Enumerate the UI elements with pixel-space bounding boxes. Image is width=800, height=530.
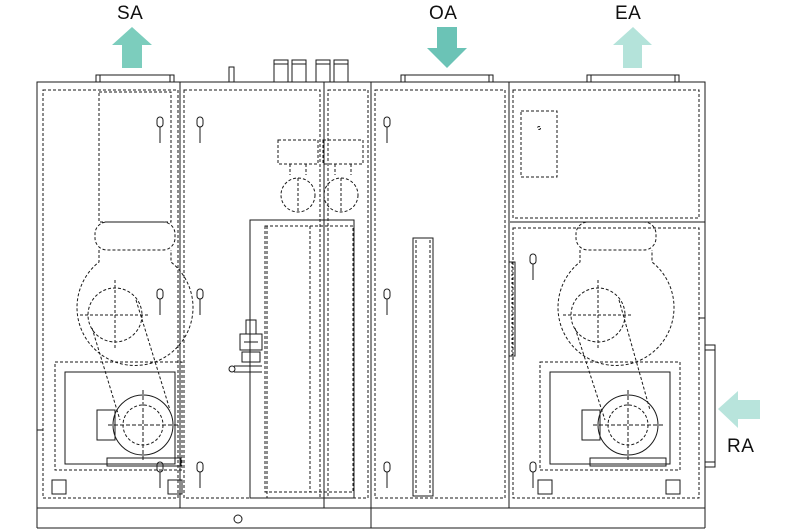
side-damper — [508, 261, 516, 357]
return-air-arrow-icon — [718, 391, 760, 428]
exhaust-air-label: EA — [615, 3, 642, 24]
control-valve — [228, 319, 263, 373]
valve-actuators — [277, 139, 364, 213]
return-fan — [557, 221, 675, 421]
outside-duct-collar — [400, 74, 494, 83]
door-handles — [156, 116, 537, 488]
exhaust-air-arrow-icon — [613, 27, 652, 68]
exhaust-duct-collar — [586, 74, 680, 83]
supply-duct-collar — [95, 74, 175, 83]
pipe-connections — [228, 59, 349, 83]
outside-air-arrow-icon — [427, 27, 467, 68]
supply-motor-base — [37, 361, 183, 495]
supply-air-label: SA — [117, 3, 144, 24]
supply-fan — [76, 91, 194, 421]
return-motor-base — [537, 361, 681, 495]
outside-air-label: OA — [429, 3, 458, 24]
section-inner-outlines — [42, 89, 700, 499]
heating-coil — [249, 219, 355, 499]
control-panel — [520, 110, 558, 178]
unit-casing — [36, 81, 706, 529]
return-air-label: RA — [727, 436, 755, 457]
air-filter — [412, 237, 434, 497]
supply-air-arrow-icon — [112, 27, 152, 68]
return-duct-collar — [699, 317, 716, 468]
